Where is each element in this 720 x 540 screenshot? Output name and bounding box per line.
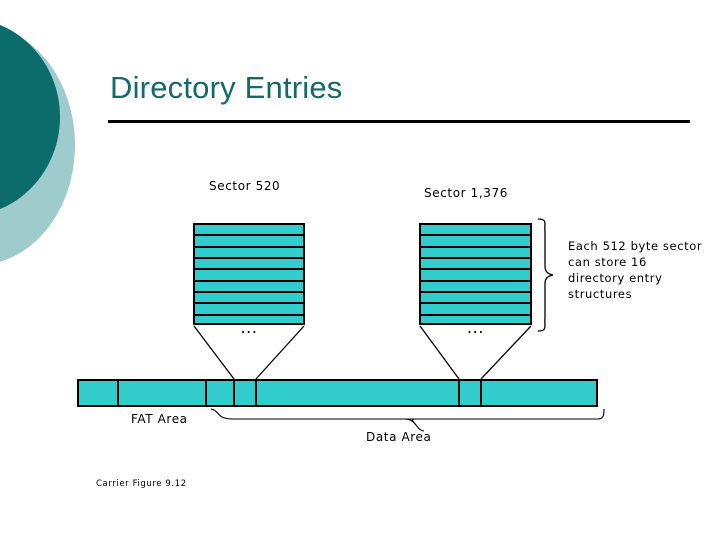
sector-ellipsis-left: ... [240,318,258,337]
data-area-label: Data Area [366,430,432,444]
bar-cell [482,381,596,405]
sector-block-right [419,223,532,325]
data-area-brace [236,408,605,432]
directory-entry-row [195,225,303,237]
directory-entry-row [421,282,530,293]
directory-entry-row [421,259,530,271]
bar-cell [257,381,460,405]
annotation-line-2: can store 16 [568,255,647,269]
sector-block-left [193,223,305,325]
annotation-line-3: directory entry [568,271,663,285]
sector-ellipsis-right: ... [466,318,485,337]
figure-credit: Carrier Figure 9.12 [96,479,187,489]
directory-entry-row [421,293,530,305]
bar-cell [207,381,235,405]
bar-cell [119,381,207,405]
bar-cell [79,381,119,405]
fat-area-brace [210,408,598,420]
bar-cell-sector-520 [235,381,257,405]
directory-entry-row [421,248,530,259]
page-title: Directory Entries [110,70,343,105]
annotation-line-1: Each 512 byte sector [568,239,703,253]
title-divider [108,120,690,123]
directory-entry-row [421,225,530,237]
directory-entry-row [421,270,530,282]
annotation-line-4: structures [568,287,633,301]
sector-label-left: Sector 520 [209,179,281,193]
directory-entry-row [195,236,303,248]
directory-entry-row [421,304,530,316]
directory-entry-row [421,236,530,248]
bar-cell-sector-1376 [460,381,482,405]
directory-entry-row [195,248,303,259]
directory-entry-row [195,270,303,282]
fat-area-label: FAT Area [131,412,188,426]
directory-entry-row [195,293,303,305]
directory-entry-row [195,282,303,293]
disk-layout-bar [77,379,598,407]
funnel-left [193,325,305,380]
annotation-brace [537,218,554,332]
annotation-text: Each 512 byte sector can store 16 direct… [568,238,720,302]
directory-entry-row [195,304,303,316]
directory-entry-row [195,259,303,271]
funnel-right [419,325,532,380]
sector-label-right: Sector 1,376 [424,186,508,200]
